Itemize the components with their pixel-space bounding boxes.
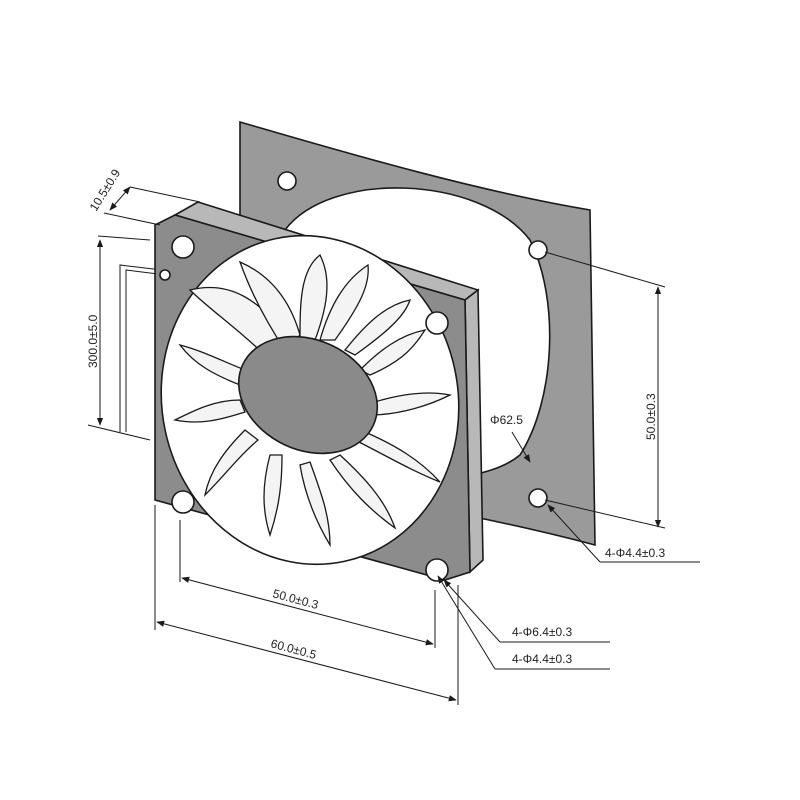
frame-hole-bottom-left bbox=[171, 490, 195, 514]
impeller-blades bbox=[173, 254, 452, 548]
fan-frame bbox=[154, 214, 471, 582]
frame-hole-bottom-right bbox=[425, 558, 449, 582]
dim-thickness-label: 10.5±0.9 bbox=[87, 166, 124, 213]
bracket-holes-label: 4-Φ4.4±0.3 bbox=[605, 546, 666, 560]
dim-frame-width-label: 60.0±0.5 bbox=[269, 636, 318, 662]
frame-hole-inner-label: 4-Φ4.4±0.3 bbox=[512, 652, 573, 666]
dim-hole-spacing-right: 50.0±0.3 bbox=[544, 251, 666, 529]
frame-hole-top-left bbox=[171, 235, 195, 259]
fan-hub bbox=[237, 335, 379, 455]
leader-frame-hole-outer: 4-Φ6.4±0.3 bbox=[443, 579, 610, 643]
bracket-opening-label: Φ62.5 bbox=[490, 413, 523, 427]
lead-wire bbox=[119, 264, 167, 432]
bracket-hole-top-right bbox=[528, 240, 548, 260]
frame-hole-top-right bbox=[425, 311, 449, 335]
dim-hole-spacing-right-label: 50.0±0.3 bbox=[644, 393, 658, 440]
wire-exit bbox=[159, 269, 171, 281]
bracket-hole-bottom-right bbox=[528, 488, 548, 508]
dim-lead-length-label: 300.0±5.0 bbox=[86, 314, 100, 368]
frame-hole-outer-label: 4-Φ6.4±0.3 bbox=[512, 625, 573, 639]
dim-lead-length: 300.0±5.0 bbox=[86, 235, 151, 441]
leader-bracket-opening: Φ62.5 bbox=[490, 413, 531, 463]
bracket-hole-top-left bbox=[277, 171, 297, 191]
leader-bracket-holes: 4-Φ4.4±0.3 bbox=[547, 504, 700, 563]
leader-frame-hole-inner: 4-Φ4.4±0.3 bbox=[437, 575, 610, 670]
